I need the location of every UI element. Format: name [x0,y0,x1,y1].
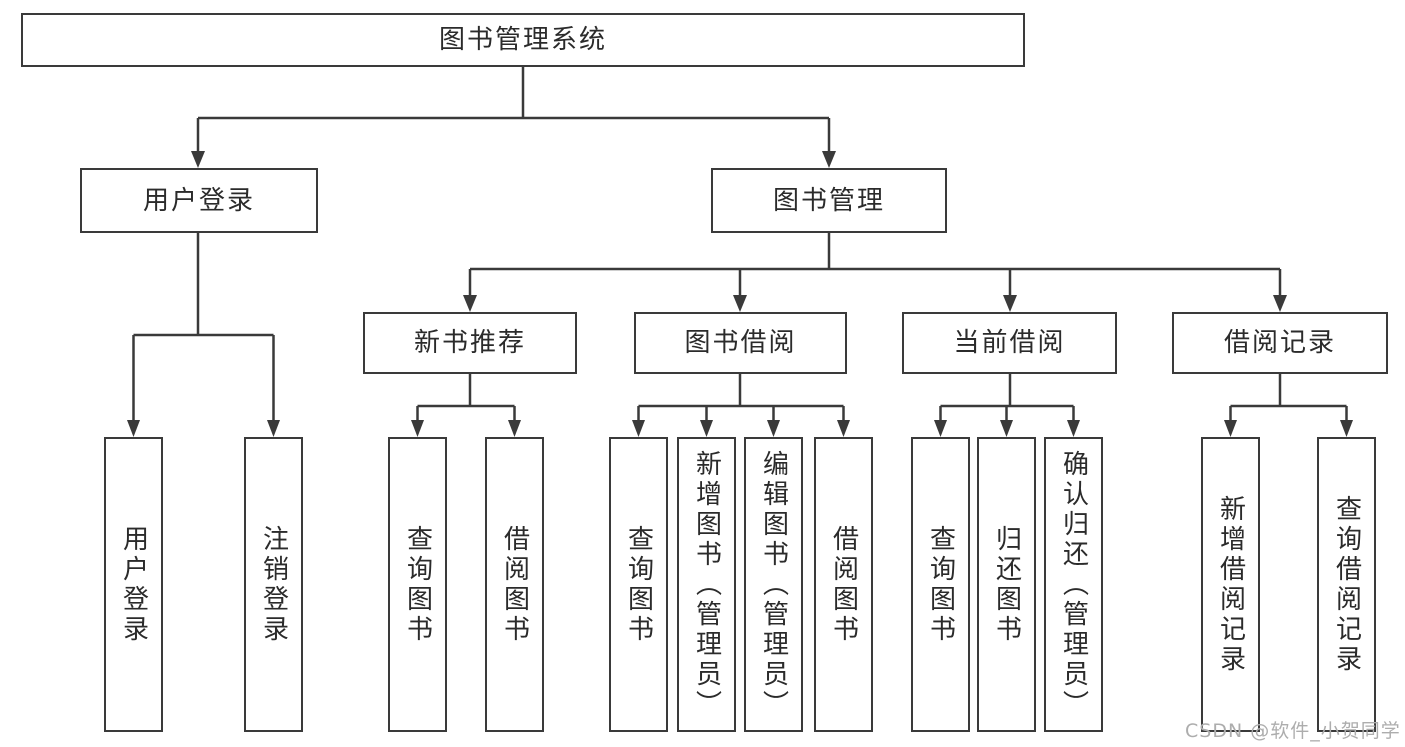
arrowhead-leaf-logout [267,420,280,437]
leaf-logout: 注销登录 [244,437,303,732]
node-book-mgmt: 图书管理 [711,168,947,233]
leaf-current-query-books-label: 查询图书 [925,524,956,645]
leaf-newbooks-borrow-books-label: 借阅图书 [499,524,530,645]
arrowhead-book-mgmt [822,151,836,168]
arrowhead-borrow-edit [767,420,780,437]
node-book-borrow: 图书借阅 [634,312,847,374]
arrowhead-new-books [463,295,477,312]
arrowhead-borrow-records [1273,295,1287,312]
arrowhead-user-login [191,151,205,168]
node-user-login: 用户登录 [80,168,318,233]
node-book-borrow-label: 图书借阅 [684,328,797,358]
leaf-current-return-books-label: 归还图书 [991,524,1022,645]
leaf-newbooks-query-books: 查询图书 [388,437,447,732]
arrowhead-current-confirm [1067,420,1080,437]
leaf-records-add-record: 新增借阅记录 [1201,437,1260,732]
arrowhead-newbooks-query [411,420,424,437]
arrowhead-current-borrow [1003,295,1017,312]
node-new-book-rec-label: 新书推荐 [413,328,526,358]
arrowhead-records-add [1224,420,1237,437]
node-root-label: 图书管理系统 [438,25,607,55]
arrowhead-leaf-user-login [127,420,140,437]
leaf-current-return-books: 归还图书 [977,437,1036,732]
node-current-borrow: 当前借阅 [902,312,1117,374]
connector-mgmt-to-level3 [468,233,1282,296]
leaf-borrow-edit-books-admin-label: 编辑图书（管理员） [758,449,789,720]
node-current-borrow-label: 当前借阅 [953,328,1066,358]
leaf-borrow-add-books-admin-label: 新增图书（管理员） [691,449,722,720]
connector-login-leaves [132,233,275,421]
connector-newbooks-leaves [416,374,516,421]
connector-bookborrow-leaves [637,374,845,421]
leaf-logout-label: 注销登录 [258,524,289,645]
arrowhead-borrow-add [700,420,713,437]
arrowhead-borrow-borrow [837,420,850,437]
connector-root-to-level2 [196,67,831,152]
leaf-current-query-books: 查询图书 [911,437,970,732]
leaf-newbooks-query-books-label: 查询图书 [402,524,433,645]
connector-records-leaves [1229,374,1348,421]
csdn-watermark: CSDN @软件_小贺同学 [1185,720,1401,742]
leaf-current-confirm-return-admin-label: 确认归还（管理员） [1058,449,1089,720]
arrowhead-book-borrow [733,295,747,312]
node-book-mgmt-label: 图书管理 [772,185,885,216]
arrowhead-current-query [934,420,947,437]
node-user-login-label: 用户登录 [142,185,255,216]
leaf-borrow-query-books: 查询图书 [609,437,668,732]
leaf-borrow-edit-books-admin: 编辑图书（管理员） [744,437,803,732]
leaf-newbooks-borrow-books: 借阅图书 [485,437,544,732]
leaf-user-login-label: 用户登录 [118,524,149,645]
arrowhead-newbooks-borrow [508,420,521,437]
node-new-book-rec: 新书推荐 [363,312,577,374]
node-root-system: 图书管理系统 [21,13,1025,67]
node-borrow-records: 借阅记录 [1172,312,1388,374]
leaf-borrow-borrow-books: 借阅图书 [814,437,873,732]
leaf-borrow-query-books-label: 查询图书 [623,524,654,645]
arrowhead-records-query [1340,420,1353,437]
leaf-user-login: 用户登录 [104,437,163,732]
leaf-records-add-record-label: 新增借阅记录 [1215,494,1246,675]
arrowhead-current-return [1000,420,1013,437]
leaf-records-query-record: 查询借阅记录 [1317,437,1376,732]
leaf-borrow-borrow-books-label: 借阅图书 [828,524,859,645]
leaf-borrow-add-books-admin: 新增图书（管理员） [677,437,736,732]
leaf-records-query-record-label: 查询借阅记录 [1331,494,1362,675]
leaf-current-confirm-return-admin: 确认归还（管理员） [1044,437,1103,732]
node-borrow-records-label: 借阅记录 [1223,328,1336,358]
arrowhead-borrow-query [632,420,645,437]
connector-current-leaves [939,374,1075,421]
